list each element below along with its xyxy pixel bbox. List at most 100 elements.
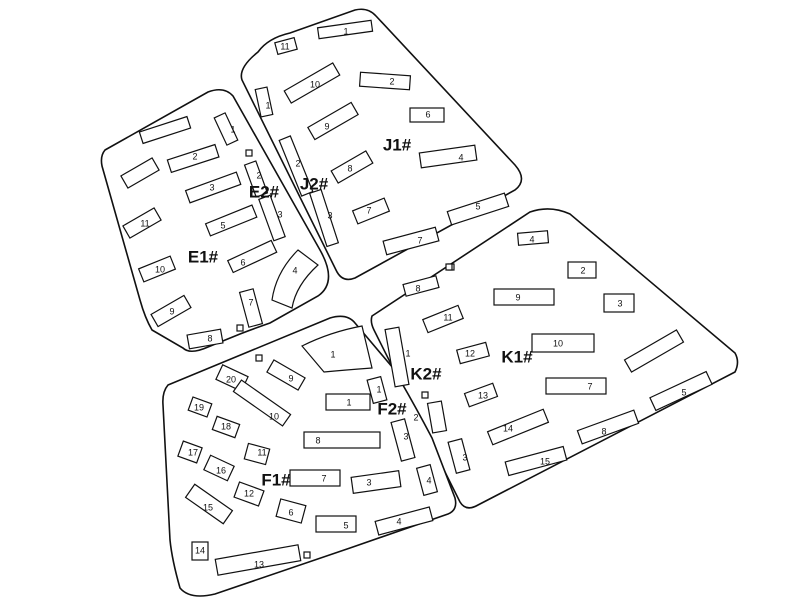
building-label: 4 bbox=[292, 265, 297, 275]
building-f-3b[interactable] bbox=[390, 418, 416, 462]
building-e-9[interactable] bbox=[120, 157, 160, 189]
building-e-5[interactable] bbox=[204, 204, 258, 237]
building-f-10[interactable] bbox=[232, 379, 292, 427]
building-k-12[interactable] bbox=[455, 341, 491, 365]
building-j-1b[interactable] bbox=[254, 86, 274, 118]
building-e-6[interactable] bbox=[226, 239, 278, 274]
building-label: 5 bbox=[475, 201, 480, 211]
building-e-3b[interactable] bbox=[258, 194, 286, 242]
building-f-4[interactable] bbox=[374, 506, 434, 536]
building-j-5a[interactable] bbox=[409, 107, 445, 123]
building-k-5[interactable] bbox=[649, 370, 713, 412]
building-j-1[interactable] bbox=[316, 19, 374, 40]
building-f-11[interactable] bbox=[243, 442, 271, 466]
building-j-2[interactable] bbox=[358, 71, 412, 91]
building-label: 9 bbox=[324, 121, 329, 131]
marker bbox=[245, 149, 253, 157]
zone-label-j2: J2# bbox=[300, 174, 329, 193]
building-e-2b[interactable] bbox=[243, 160, 269, 198]
building-j-5[interactable] bbox=[446, 192, 510, 226]
building-e-1[interactable] bbox=[213, 112, 239, 146]
building-k-9[interactable] bbox=[493, 288, 555, 306]
building-label: 2 bbox=[192, 151, 197, 161]
building-k-6[interactable] bbox=[623, 329, 685, 373]
building-label: 3 bbox=[327, 210, 332, 220]
building-label: 15 bbox=[540, 456, 550, 466]
building-f-13[interactable] bbox=[214, 544, 302, 576]
building-j-6[interactable] bbox=[382, 226, 440, 256]
building-label: 7 bbox=[587, 381, 592, 391]
building-e-10[interactable] bbox=[137, 255, 177, 283]
building-j-3[interactable] bbox=[308, 188, 340, 248]
building-j-8[interactable] bbox=[330, 150, 374, 184]
zone-label-f1: F1# bbox=[261, 470, 291, 489]
building-f-14[interactable] bbox=[191, 541, 209, 561]
building-k-14[interactable] bbox=[486, 408, 550, 446]
building-k-3[interactable] bbox=[603, 293, 635, 313]
building-label: 12 bbox=[465, 348, 475, 358]
building-e-11[interactable] bbox=[122, 207, 162, 239]
building-e-9b[interactable] bbox=[150, 294, 192, 328]
building-j-2b[interactable] bbox=[278, 135, 314, 197]
building-e-3[interactable] bbox=[184, 171, 242, 204]
building-k-4[interactable] bbox=[516, 230, 550, 246]
building-label: 3 bbox=[209, 182, 214, 192]
building-label: 10 bbox=[155, 264, 165, 274]
building-f-17[interactable] bbox=[177, 440, 203, 464]
building-f-16[interactable] bbox=[203, 454, 235, 482]
building-label: 10 bbox=[269, 411, 279, 421]
building-label: 8 bbox=[315, 435, 320, 445]
building-label: 2 bbox=[413, 412, 418, 422]
building-j-10[interactable] bbox=[283, 62, 341, 104]
building-label: 3 bbox=[366, 477, 371, 487]
marker bbox=[421, 391, 429, 399]
building-e-7[interactable] bbox=[238, 288, 264, 328]
building-k-8b[interactable] bbox=[576, 409, 640, 445]
building-f-9[interactable] bbox=[266, 359, 306, 391]
zone-label-j1: J1# bbox=[383, 135, 412, 154]
building-f-7[interactable] bbox=[289, 469, 341, 487]
building-label: 13 bbox=[254, 559, 264, 569]
block-k[interactable] bbox=[370, 208, 739, 509]
building-f-4b[interactable] bbox=[415, 463, 439, 497]
building-label: 5 bbox=[343, 520, 348, 530]
building-k-7[interactable] bbox=[545, 377, 607, 395]
building-label: 1 bbox=[230, 124, 235, 134]
building-e-2[interactable] bbox=[166, 143, 220, 174]
building-k-2[interactable] bbox=[567, 261, 597, 279]
building-f-1[interactable] bbox=[301, 325, 373, 373]
building-k-11[interactable] bbox=[421, 304, 465, 334]
building-f-18[interactable] bbox=[211, 415, 241, 439]
building-label: 4 bbox=[426, 475, 431, 485]
building-f-5[interactable] bbox=[315, 515, 357, 533]
building-label: 7 bbox=[417, 235, 422, 245]
building-label: 1 bbox=[330, 349, 335, 359]
building-j-9[interactable] bbox=[307, 101, 359, 141]
building-label: 3 bbox=[617, 298, 622, 308]
building-f-19[interactable] bbox=[187, 396, 213, 418]
building-label: 1 bbox=[376, 384, 381, 394]
building-j-11[interactable] bbox=[274, 36, 298, 56]
building-k-1[interactable] bbox=[384, 326, 410, 388]
building-f-2[interactable] bbox=[366, 375, 388, 405]
building-f-3[interactable] bbox=[350, 470, 402, 494]
building-e-1b[interactable] bbox=[138, 115, 192, 145]
building-k-2b[interactable] bbox=[426, 400, 448, 434]
building-e-4[interactable] bbox=[271, 249, 319, 309]
building-f-12[interactable] bbox=[233, 481, 265, 507]
building-e-8[interactable] bbox=[186, 328, 224, 350]
building-f-1b[interactable] bbox=[325, 393, 371, 411]
building-f-8[interactable] bbox=[303, 431, 381, 449]
building-f-6[interactable] bbox=[275, 498, 307, 524]
building-label: 2 bbox=[389, 76, 394, 86]
building-k-10[interactable] bbox=[531, 333, 595, 353]
building-f-15[interactable] bbox=[184, 483, 234, 525]
building-label: 6 bbox=[425, 109, 430, 119]
building-j-7[interactable] bbox=[351, 197, 391, 225]
building-k-8[interactable] bbox=[402, 275, 440, 297]
building-k-15[interactable] bbox=[504, 445, 568, 477]
building-k-13[interactable] bbox=[463, 382, 499, 408]
building-j-4[interactable] bbox=[418, 144, 478, 169]
building-k-3b[interactable] bbox=[447, 437, 471, 475]
building-label: 3 bbox=[403, 431, 408, 441]
